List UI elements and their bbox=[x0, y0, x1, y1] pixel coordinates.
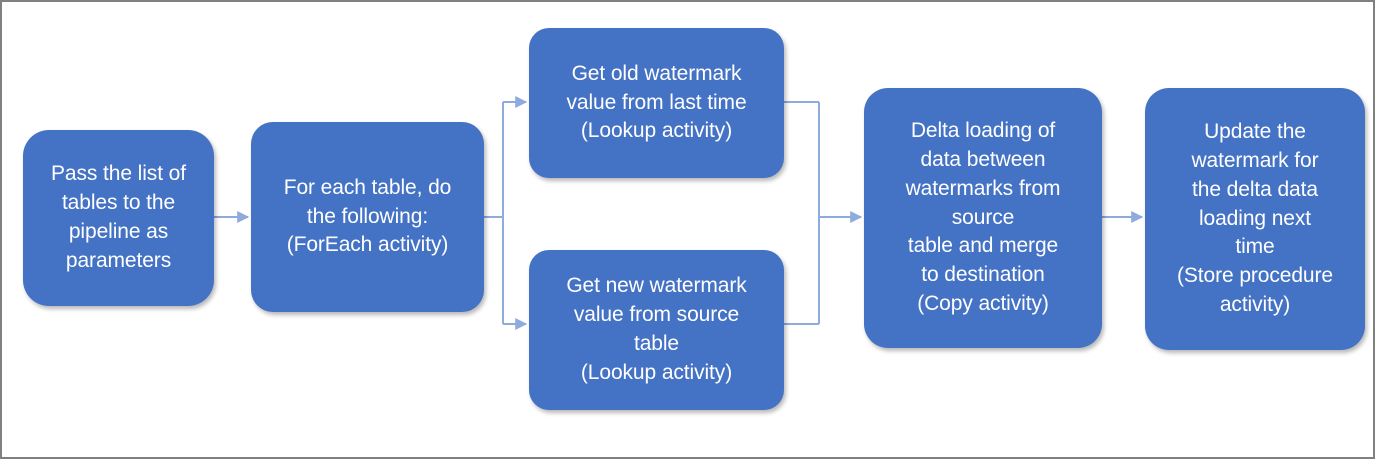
connector-merge-to-delta-loading bbox=[818, 102, 863, 324]
connector-foreach-branch-stem bbox=[484, 102, 504, 324]
node-update-watermark[interactable]: Update the watermark for the delta data … bbox=[1145, 88, 1365, 350]
node-update-watermark-label: Update the watermark for the delta data … bbox=[1177, 120, 1333, 316]
node-pass-list[interactable]: Pass the list of tables to the pipeline … bbox=[23, 130, 214, 306]
node-delta-loading[interactable]: Delta loading of data between watermarks… bbox=[864, 88, 1102, 348]
node-get-old-watermark[interactable]: Get old watermark value from last time (… bbox=[529, 28, 784, 178]
node-pass-list-label: Pass the list of tables to the pipeline … bbox=[51, 162, 186, 272]
node-foreach-label: For each table, do the following: (ForEa… bbox=[283, 175, 452, 257]
node-foreach[interactable]: For each table, do the following: (ForEa… bbox=[251, 122, 484, 312]
node-get-old-watermark-label: Get old watermark value from last time (… bbox=[566, 61, 747, 143]
node-delta-loading-label: Delta loading of data between watermarks… bbox=[905, 119, 1061, 315]
node-get-new-watermark-label: Get new watermark value from source tabl… bbox=[566, 274, 747, 384]
node-get-new-watermark[interactable]: Get new watermark value from source tabl… bbox=[529, 250, 784, 410]
